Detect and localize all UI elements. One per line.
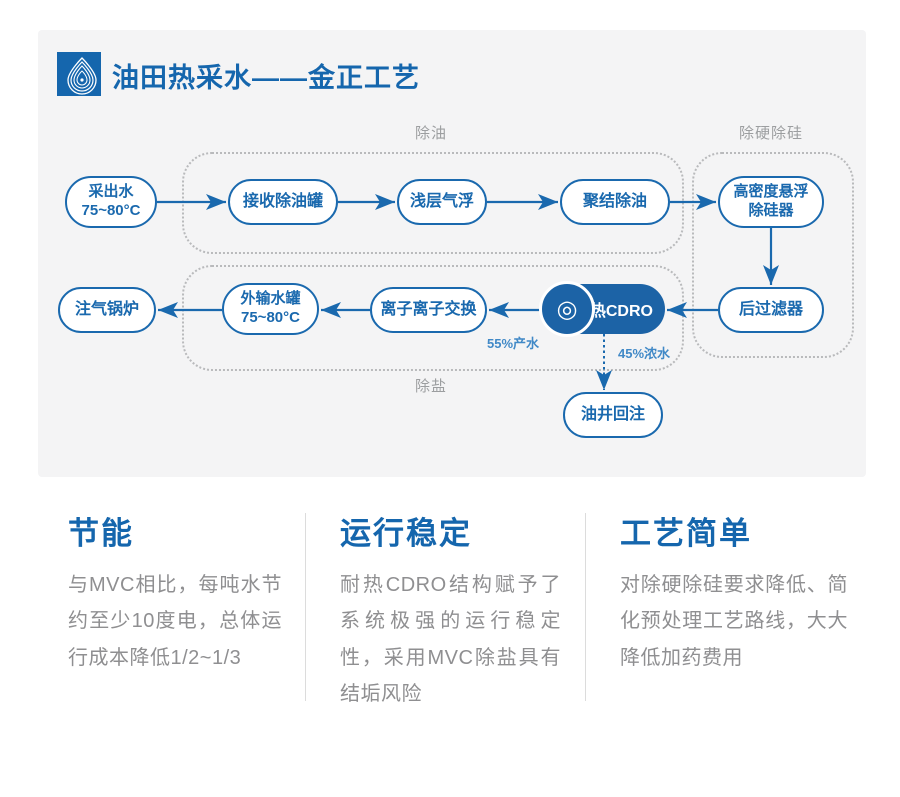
node-export-water-tank: 外输水罐 75~80°C: [222, 283, 319, 335]
feature-body: 耐热CDRO结构赋予了系统极强的运行稳定性，采用MVC除盐具有结垢风险: [340, 574, 561, 706]
node-receiving-deoiling-tank: 接收除油罐: [228, 179, 338, 225]
feature-title: 运行稳定: [340, 516, 472, 551]
node-gas-injection-boiler: 注气锅炉: [58, 287, 156, 333]
column-divider: [305, 513, 306, 701]
feature-energy-saving: 节能 与MVC相比，每吨水节约至少10度电，总体运行成本降低1/2~1/3: [68, 508, 282, 676]
feature-title: 节能: [68, 516, 134, 551]
feature-body: 与MVC相比，每吨水节约至少10度电，总体运行成本降低1/2~1/3: [68, 574, 282, 669]
group-label-desalination: 除盐: [414, 378, 447, 395]
feature-simple-process: 工艺简单 对除硬除硅要求降低、简化预处理工艺路线，大大降低加药费用: [620, 508, 848, 676]
feature-body: 对除硬除硅要求降低、简化预处理工艺路线，大大降低加药费用: [620, 574, 848, 669]
membrane-icon: ◎: [539, 281, 595, 337]
node-heat-resistant-cdro: ◎ 耐热CDRO: [539, 281, 665, 337]
node-shallow-air-flotation: 浅层气浮: [397, 179, 487, 225]
node-produced-water: 采出水 75~80°C: [65, 176, 157, 228]
node-ion-exchange: 离子离子交换: [370, 287, 487, 333]
group-desalination: [182, 265, 684, 371]
feature-section: 节能 与MVC相比，每吨水节约至少10度电，总体运行成本降低1/2~1/3 运行…: [0, 490, 900, 790]
page-title: 油田热采水——金正工艺: [112, 63, 420, 93]
group-label-hardness-silicon: 除硬除硅: [738, 125, 803, 142]
label-product-water: 55%产水: [487, 336, 540, 351]
node-well-reinjection: 油井回注: [563, 392, 663, 438]
label-concentrate-water: 45%浓水: [618, 346, 671, 361]
group-label-oil-removal: 除油: [414, 125, 447, 142]
feature-stable-operation: 运行稳定 耐热CDRO结构赋予了系统极强的运行稳定性，采用MVC除盐具有结垢风险: [340, 508, 561, 713]
column-divider: [585, 513, 586, 701]
node-high-density-desilicizer: 高密度悬浮 除硅器: [718, 176, 824, 228]
node-post-filter: 后过滤器: [718, 287, 824, 333]
diagram-panel: 油田热采水——金正工艺 除油 除硬除硅 除盐 采出水 75~80°C 接收除油罐…: [38, 30, 866, 477]
water-drop-logo-icon: [57, 52, 101, 96]
feature-title: 工艺简单: [620, 516, 752, 551]
group-hardness-silicon: [692, 152, 854, 358]
node-coalescing-deoiling: 聚结除油: [560, 179, 670, 225]
